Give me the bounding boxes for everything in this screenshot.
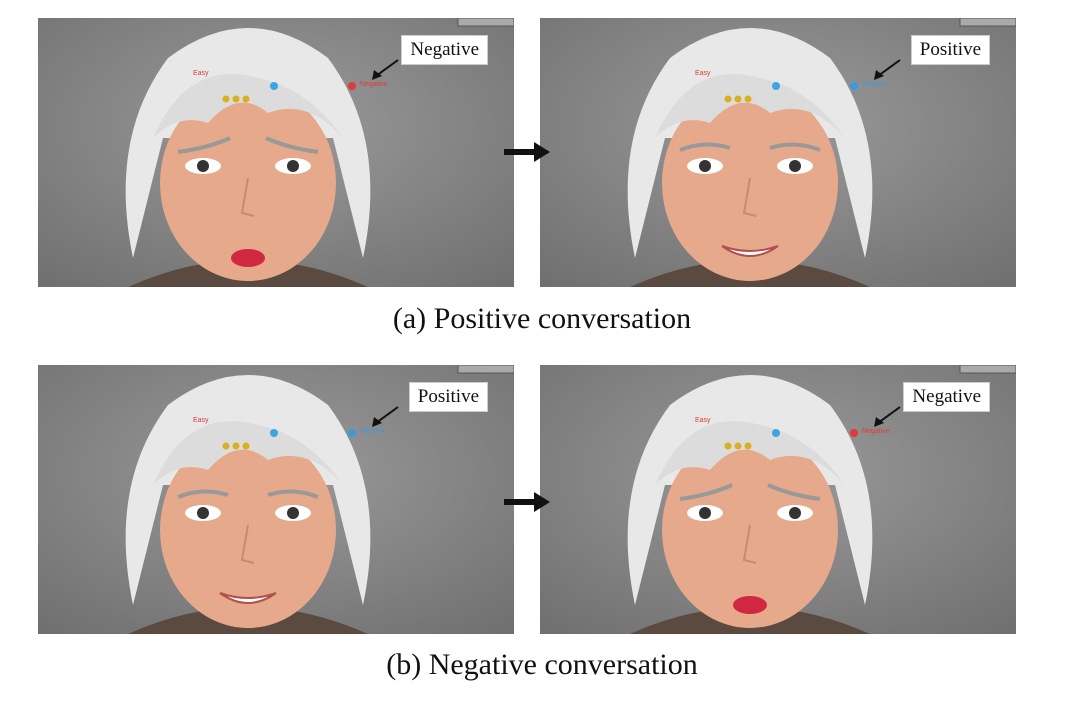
avatar-shape [877,59,901,77]
avatar-shape [734,442,742,450]
avatar-shape [348,82,356,90]
avatar-shape [177,489,229,499]
avatar-shape [240,177,255,217]
easy-tag: Easy [193,70,209,77]
avatar-shape [270,429,278,437]
avatar-shape [270,82,278,90]
avatar-shape [348,429,356,437]
avatar-shape [850,82,858,90]
avatar-shape [724,95,732,103]
avatar-shape [177,136,231,154]
emotion-indicator-text: Negative [360,81,388,88]
mouth-sad [733,596,767,614]
avatar-image [540,365,1016,634]
emotion-state-label: Positive [910,35,990,65]
transition-arrow-icon [504,142,550,162]
avatar-shape [699,507,711,519]
avatar-shape [874,70,884,80]
avatar-image [38,365,514,634]
avatar-shape [874,417,884,427]
avatar-shape [724,442,732,450]
avatar-shape [240,524,255,564]
emotion-state-label: Negative [401,35,488,65]
avatar-shape [242,442,250,450]
avatar-panel-after: Easy Negative Negative [540,365,1016,634]
avatar-shape [197,160,209,172]
avatar-shape [769,142,821,152]
avatar-shape [744,442,752,450]
avatar-shape [679,483,733,501]
avatar-shape [772,429,780,437]
mouth-sad [231,249,265,267]
avatar-shape [744,95,752,103]
avatar-shape [197,507,209,519]
window-controls [959,18,1016,27]
caption-b: (b) Negative conversation [386,648,698,681]
avatar-shape [232,95,240,103]
avatar-shape [742,524,757,564]
avatar-shape [734,95,742,103]
emotion-indicator-text: Negative [862,428,890,435]
avatar-panel-after: Easy Positive Positive [540,18,1016,287]
avatar-shape [222,95,230,103]
avatar-shape [242,95,250,103]
emotion-state-label: Negative [903,382,990,412]
avatar-shape [742,177,757,217]
avatar-shape [679,142,731,152]
window-controls [457,365,514,374]
avatar-shape [222,442,230,450]
bangs [655,421,845,485]
easy-tag: Easy [193,417,209,424]
mouth-smile [219,592,277,604]
avatar-shape [850,429,858,437]
avatar-shape [232,442,240,450]
avatar-shape [789,507,801,519]
bangs [655,74,845,138]
hair [125,28,371,258]
avatar-shape [375,406,399,424]
avatar-panel-before: Easy Negative Negative [38,18,514,287]
mouth-smile [721,245,779,257]
bangs [153,421,343,485]
avatar-shape [699,160,711,172]
avatar-shape [772,82,780,90]
avatar-shape [265,136,319,154]
bangs [153,74,343,138]
emotion-state-label: Positive [408,382,488,412]
caption-a: (a) Positive conversation [392,302,692,335]
avatar-panel-before: Easy Positive Positive [38,365,514,634]
avatar-shape [375,59,399,77]
avatar-shape [767,483,821,501]
avatar-shape [287,507,299,519]
avatar-shape [372,417,382,427]
easy-tag: Easy [695,417,711,424]
emotion-indicator-text: Positive [360,428,385,435]
avatar-shape [267,489,319,499]
avatar-shape [287,160,299,172]
avatar-shape [877,406,901,424]
avatar-shape [372,70,382,80]
hair [627,375,873,605]
avatar-shape [789,160,801,172]
hair [125,375,371,605]
transition-arrow-icon [504,492,550,512]
emotion-indicator-text: Positive [862,81,887,88]
window-controls [457,18,514,27]
window-controls [959,365,1016,374]
hair [627,28,873,258]
easy-tag: Easy [695,70,711,77]
